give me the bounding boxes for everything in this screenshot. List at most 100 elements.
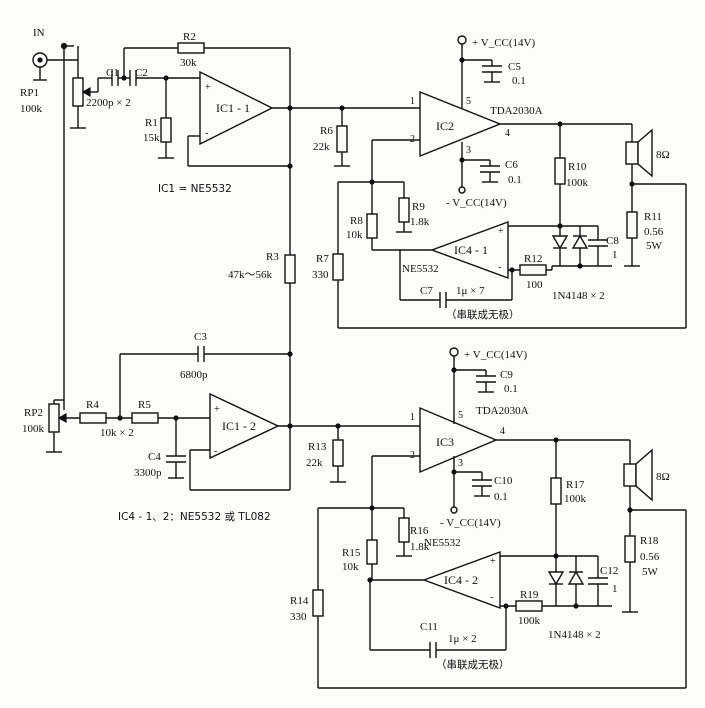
c10-value: 0.1	[494, 491, 508, 503]
ic2-pin1: 1	[410, 96, 415, 107]
diodes2-label: 1N4148 × 2	[548, 629, 601, 641]
vcc-pos2-label: + V_CC(14V)	[464, 349, 527, 361]
c3-label: C3	[194, 331, 207, 343]
ic2-label: IC2	[436, 119, 454, 133]
c8-label: C8	[606, 235, 619, 247]
ic1-1-plus: +	[205, 82, 211, 93]
r15-value: 10k	[342, 561, 359, 573]
c2-label: C2	[135, 67, 148, 79]
r3-value: 47k～56k	[228, 269, 272, 281]
ic1-1-minus: -	[205, 128, 208, 139]
ic1-1-label: IC1 - 1	[216, 101, 250, 115]
diodes1-label: 1N4148 × 2	[552, 290, 605, 302]
ic4-2-minus: -	[490, 592, 493, 603]
ic4-2-plus: +	[490, 556, 496, 567]
r18-resistor	[624, 535, 636, 563]
speaker1-cone	[637, 128, 653, 178]
rp2-potentiometer	[48, 403, 60, 433]
in-label: IN	[33, 27, 45, 39]
r14-resistor	[312, 589, 324, 617]
c12-value: 1	[612, 583, 618, 595]
spk1-label: 8Ω	[656, 149, 670, 161]
r18-value: 0.56	[640, 551, 660, 563]
ic4-2-label: IC4 - 2	[444, 573, 478, 587]
rp1-label: RP1	[20, 87, 39, 99]
c9-value: 0.1	[504, 383, 518, 395]
ch2-power-stage: R13 22k IC3 TDA2030A 1 2 5 3 4 + V_CC(14…	[290, 347, 687, 689]
vcc-neg1-label: - V_CC(14V)	[446, 197, 507, 209]
r19-label: R19	[520, 589, 539, 601]
ch1-preamp: C1 C2 2200p × 2 R1 15k R2 30k + - IC1 - …	[86, 31, 420, 418]
ic4-1-label: IC4 - 1	[454, 243, 488, 257]
vcc-neg2-label: - V_CC(14V)	[440, 517, 501, 529]
c4-value: 3300p	[134, 467, 162, 479]
r13-resistor	[332, 439, 344, 467]
r5-label: R5	[138, 399, 151, 411]
r16-resistor	[398, 517, 410, 543]
c8-value: 1	[612, 249, 618, 261]
c11-label: C11	[420, 621, 438, 633]
r8-label: R8	[350, 215, 363, 227]
r9-label: R9	[412, 201, 425, 213]
ic2-pin3: 3	[466, 145, 471, 156]
c7-label: C7	[420, 285, 433, 297]
r11-watt: 5W	[646, 240, 663, 252]
ic4-note: IC4 - 1、2：NE5532 或 TL082	[118, 511, 271, 523]
r3-resistor	[284, 254, 296, 284]
ic3-pin1: 1	[410, 412, 415, 423]
ic3-tda2030a	[419, 406, 498, 474]
spk2-label: 8Ω	[656, 471, 670, 483]
d4-diode	[567, 570, 585, 585]
c6-value: 0.1	[508, 174, 522, 186]
ic3-pin4: 4	[500, 426, 505, 437]
r17-resistor	[550, 477, 562, 505]
ic2-pin5: 5	[466, 96, 471, 107]
r1-value: 15k	[143, 132, 160, 144]
r14-label: R14	[290, 595, 309, 607]
c11-value: 1μ × 2	[448, 633, 477, 645]
r1-resistor	[160, 117, 172, 143]
ic1-2-plus: +	[214, 404, 220, 415]
r10-resistor	[554, 157, 566, 185]
r8-resistor	[366, 213, 378, 239]
r2-resistor	[177, 42, 205, 54]
speaker2-magnet	[623, 463, 637, 487]
c6-label: C6	[505, 159, 518, 171]
r7-label: R7	[316, 253, 329, 265]
r4-label: R4	[86, 399, 99, 411]
c1c2-value: 2200p × 2	[86, 97, 131, 109]
r6-resistor	[336, 125, 348, 153]
tda2-label: TDA2030A	[476, 405, 529, 417]
ch2-preamp: C3 6800p C4 3300p RP2 100k R4 R5 10k × 2…	[22, 331, 420, 523]
c5-label: C5	[508, 61, 521, 73]
tda1-label: TDA2030A	[490, 105, 543, 117]
c12-label: C12	[600, 565, 618, 577]
ne5532-1-label: NE5532	[402, 263, 439, 275]
ic2-pin4: 4	[505, 128, 510, 139]
ic1-2-label: IC1 - 2	[222, 419, 256, 433]
c9-label: C9	[500, 369, 513, 381]
c10-label: C10	[494, 475, 513, 487]
speaker2-cone	[635, 448, 653, 502]
ic4-1-minus: -	[498, 262, 501, 273]
r6-label: R6	[320, 125, 333, 137]
ch1-power-stage: R6 22k IC2 TDA2030A 1 2 5 3 4 + V_CC(14V…	[312, 35, 687, 329]
ic4-1-plus: +	[498, 226, 504, 237]
c4-label: C4	[148, 451, 161, 463]
r3-label: R3	[266, 251, 279, 263]
ic1-note: IC1 = NE5532	[158, 183, 232, 195]
r15-label: R15	[342, 547, 361, 559]
d3-diode	[547, 571, 565, 586]
c1-label: C1	[106, 67, 119, 79]
r10-label: R10	[568, 161, 587, 173]
c11-note: （串联成无极）	[436, 658, 510, 671]
r2-value: 30k	[180, 57, 197, 69]
rp2-value: 100k	[22, 423, 45, 435]
r18-watt: 5W	[642, 566, 659, 578]
r17-label: R17	[566, 479, 585, 491]
r8-value: 10k	[346, 229, 363, 241]
ic2-tda2030a	[419, 90, 502, 158]
r6-value: 22k	[313, 141, 330, 153]
rp2-label: RP2	[24, 407, 43, 419]
r7-resistor	[332, 253, 344, 281]
